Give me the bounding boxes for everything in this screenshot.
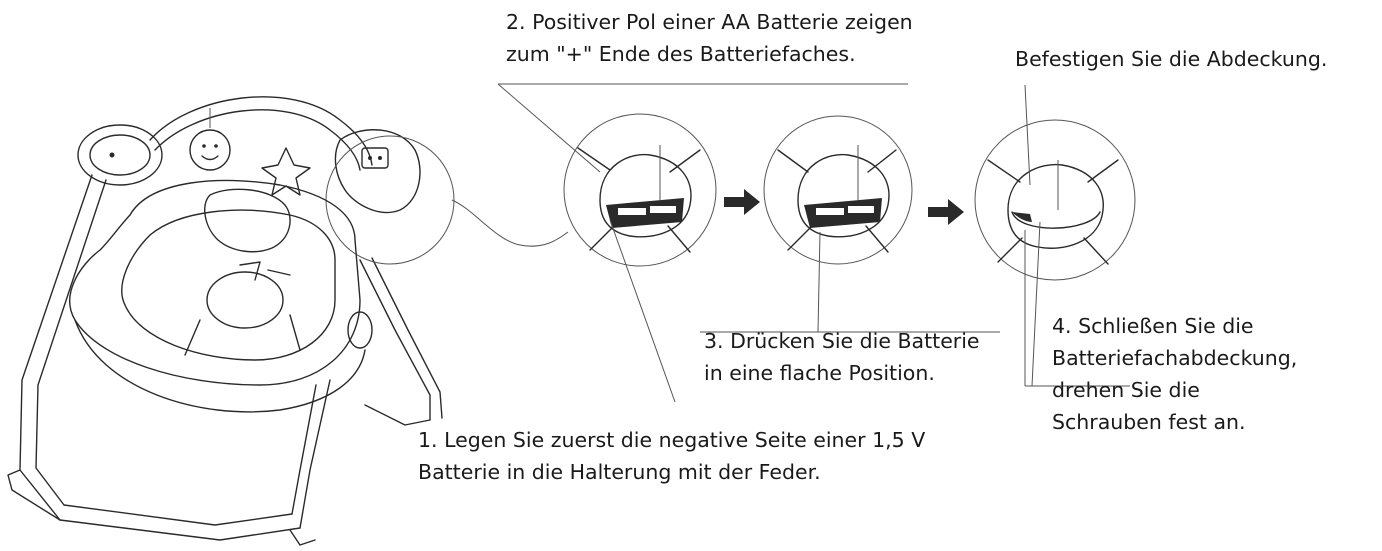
step3-line2: in eine flache Position.: [704, 361, 935, 385]
step3-instruction: 3. Drücken Sie die Batterie in eine flac…: [704, 325, 980, 389]
step2-instruction: 2. Positiver Pol einer AA Batterie zeige…: [506, 6, 913, 70]
step1-line2: Batterie in die Halterung mit der Feder.: [418, 460, 821, 484]
baby-swing-illustration: [7, 96, 569, 546]
right-arrow-icon: [724, 189, 760, 215]
step4-line3: drehen Sie die: [1052, 378, 1200, 402]
right-arrow-icon: [928, 199, 964, 225]
step2-line2: zum "+" Ende des Batteriefaches.: [506, 42, 856, 66]
cover-instruction: Befestigen Sie die Abdeckung.: [1015, 43, 1327, 75]
battery-compartment-detail-2: [763, 115, 913, 265]
step1-line1: 1. Legen Sie zuerst die negative Seite e…: [418, 428, 926, 452]
cover-line: Befestigen Sie die Abdeckung.: [1015, 47, 1328, 71]
step2-line1: 2. Positiver Pol einer AA Batterie zeige…: [506, 10, 913, 34]
step4-line2: Batteriefachabdeckung,: [1052, 346, 1298, 370]
step4-line1: 4. Schließen Sie die: [1052, 314, 1254, 338]
step3-line1: 3. Drücken Sie die Batterie: [704, 329, 980, 353]
step1-instruction: 1. Legen Sie zuerst die negative Seite e…: [418, 424, 925, 488]
callout-lines: [497, 83, 1130, 403]
battery-compartment-detail-1: [563, 113, 717, 267]
battery-compartment-detail-3: [974, 84, 1136, 281]
step4-instruction: 4. Schließen Sie die Batteriefachabdecku…: [1052, 310, 1297, 438]
step4-line4: Schrauben fest an.: [1052, 410, 1246, 434]
